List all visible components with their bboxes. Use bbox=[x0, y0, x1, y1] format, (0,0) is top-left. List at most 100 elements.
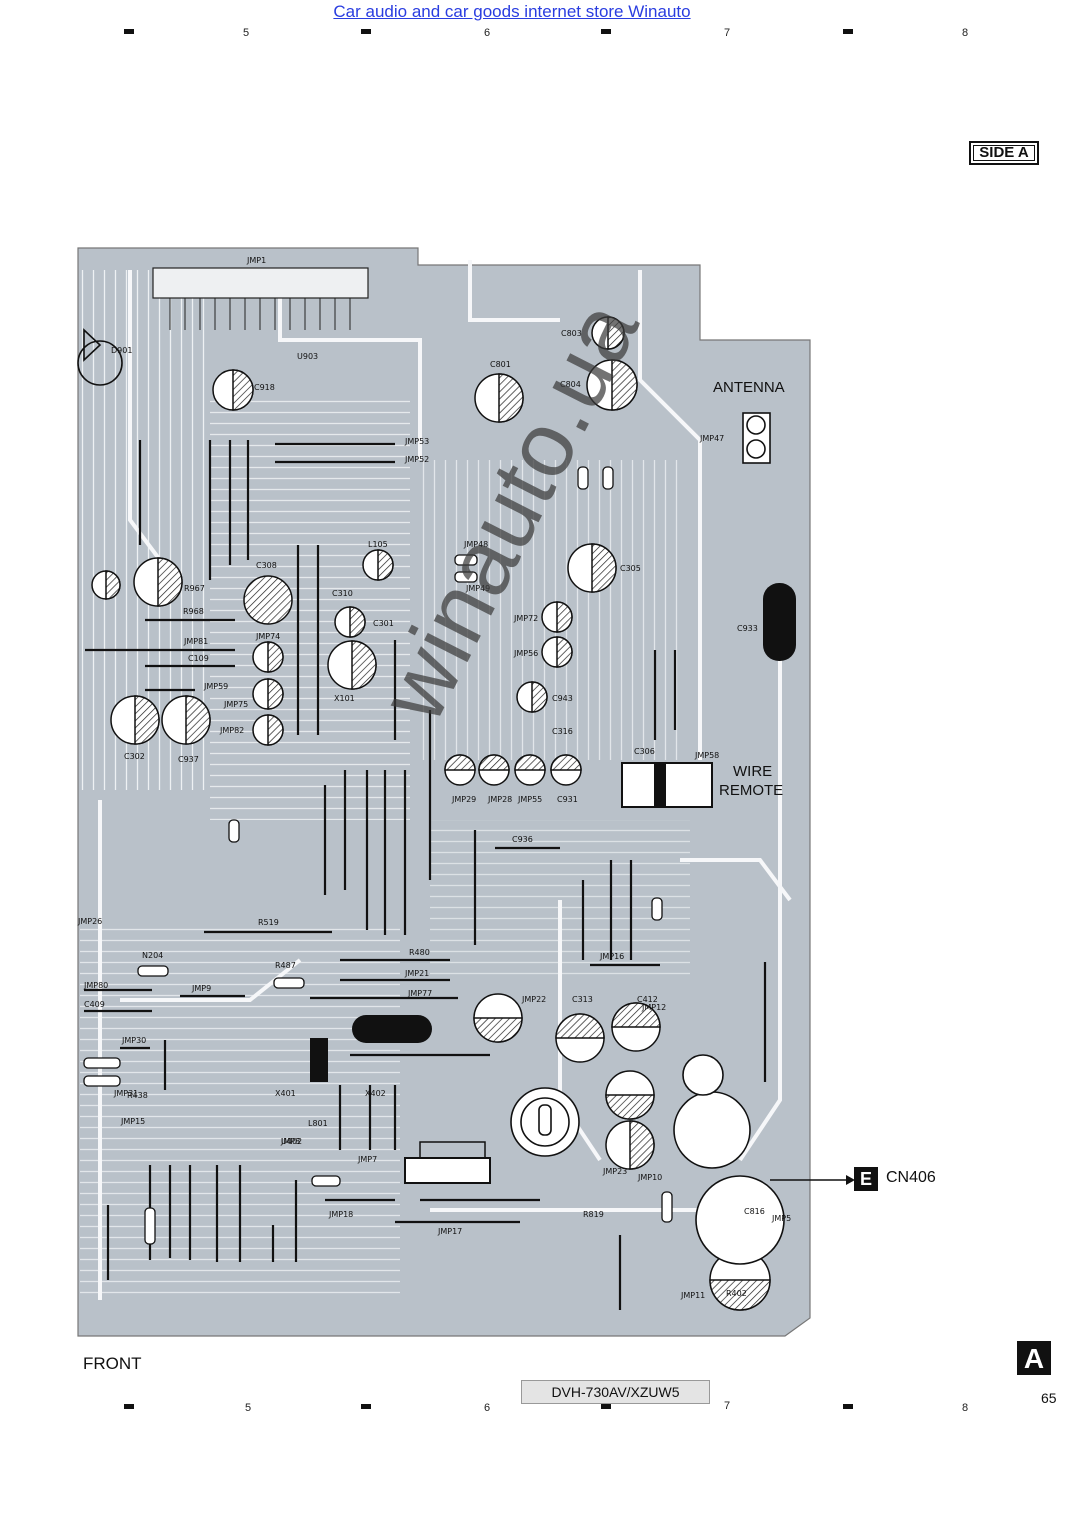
component-label: JMP1 bbox=[247, 256, 267, 265]
component-label: JMP21 bbox=[405, 969, 430, 978]
component-label: C931 bbox=[557, 795, 578, 804]
component-label: C801 bbox=[490, 360, 511, 369]
component-label: C937 bbox=[178, 755, 199, 764]
component-label: C301 bbox=[373, 619, 394, 628]
component-label: JMP18 bbox=[329, 1210, 354, 1219]
component-label: JMP7 bbox=[358, 1155, 378, 1164]
grid-number-top: 5 bbox=[243, 27, 250, 39]
component-label: C310 bbox=[332, 589, 353, 598]
component-label: JMP8 bbox=[281, 1137, 301, 1146]
grid-number-top: 7 bbox=[724, 27, 731, 39]
grid-number-bottom: 8 bbox=[962, 1402, 969, 1414]
grid-mark bbox=[601, 1404, 611, 1409]
component-label: JMP11 bbox=[681, 1291, 706, 1300]
grid-mark bbox=[601, 29, 611, 34]
component-label: JMP29 bbox=[452, 795, 477, 804]
component-label: JMP17 bbox=[438, 1227, 463, 1236]
component-label: JMP47 bbox=[700, 434, 725, 443]
component-label: JMP10 bbox=[638, 1173, 663, 1182]
side-a-badge: SIDE A bbox=[969, 141, 1039, 165]
component-label: C306 bbox=[634, 747, 655, 756]
component-label: JMP26 bbox=[78, 917, 103, 926]
grid-number-bottom: 7 bbox=[724, 1400, 731, 1412]
component-label: C109 bbox=[188, 654, 209, 663]
component-label: X101 bbox=[334, 694, 355, 703]
component-label: R519 bbox=[258, 918, 279, 927]
component-label: JMP58 bbox=[695, 751, 720, 760]
grid-mark bbox=[124, 29, 134, 34]
component-label: JMP48 bbox=[464, 540, 489, 549]
component-label: JMP59 bbox=[204, 682, 229, 691]
component-label: JMP75 bbox=[224, 700, 249, 709]
component-label: JMP72 bbox=[514, 614, 539, 623]
component-label: JMP15 bbox=[121, 1117, 146, 1126]
component-label: C804 bbox=[560, 380, 581, 389]
component-label: U402 bbox=[281, 1137, 303, 1146]
component-label: R487 bbox=[275, 961, 296, 970]
component-label: C412 bbox=[637, 995, 658, 1004]
component-label: C316 bbox=[552, 727, 573, 736]
component-label: JMP31 bbox=[114, 1089, 139, 1098]
component-label: C409 bbox=[84, 1000, 105, 1009]
component-label: JMP80 bbox=[84, 981, 109, 990]
component-label: JMP74 bbox=[256, 632, 281, 641]
component-label: R480 bbox=[409, 948, 430, 957]
component-label: JMP81 bbox=[184, 637, 209, 646]
component-labels: JMP1 D901 U903 C803 C801 C804 C918 JMP53… bbox=[78, 250, 818, 1340]
component-label: JMP22 bbox=[522, 995, 547, 1004]
component-label: JMP55 bbox=[518, 795, 543, 804]
component-label: C943 bbox=[552, 694, 573, 703]
wire-label: WIRE bbox=[733, 763, 773, 780]
grid-mark bbox=[361, 29, 371, 34]
grid-number-bottom: 5 bbox=[245, 1402, 252, 1414]
component-label: JMP30 bbox=[122, 1036, 147, 1045]
component-label: JMP77 bbox=[408, 989, 433, 998]
grid-number-top: 6 bbox=[484, 27, 491, 39]
component-label: U903 bbox=[297, 352, 319, 361]
component-label: R967 bbox=[184, 584, 205, 593]
component-label: N204 bbox=[142, 951, 164, 960]
model-number: DVH-730AV/XZUW5 bbox=[521, 1380, 710, 1404]
component-label: R968 bbox=[183, 607, 204, 616]
component-label: C313 bbox=[572, 995, 593, 1004]
component-label: JMP12 bbox=[642, 1003, 667, 1012]
component-label: R819 bbox=[583, 1210, 604, 1219]
grid-mark bbox=[124, 1404, 134, 1409]
component-label: R438 bbox=[127, 1091, 148, 1100]
component-label: D901 bbox=[111, 346, 133, 355]
component-label: C302 bbox=[124, 752, 145, 761]
e-section-badge: E bbox=[854, 1167, 878, 1191]
component-label: JMP5 bbox=[772, 1214, 792, 1223]
component-label: C816 bbox=[744, 1207, 765, 1216]
grid-number-top: 8 bbox=[962, 27, 969, 39]
grid-mark bbox=[843, 29, 853, 34]
front-label: FRONT bbox=[83, 1354, 142, 1373]
component-label: C305 bbox=[620, 564, 641, 573]
component-label: X402 bbox=[365, 1089, 386, 1098]
component-label: C933 bbox=[737, 624, 758, 633]
component-label: JMP49 bbox=[466, 584, 491, 593]
component-label: C918 bbox=[254, 383, 275, 392]
component-label: JMP56 bbox=[514, 649, 539, 658]
component-label: JMP53 bbox=[405, 437, 430, 446]
component-label: R402 bbox=[726, 1289, 747, 1298]
page-number: 65 bbox=[1041, 1390, 1057, 1406]
component-label: JMP28 bbox=[488, 795, 513, 804]
component-label: C308 bbox=[256, 561, 277, 570]
component-label: X401 bbox=[275, 1089, 296, 1098]
grid-mark bbox=[843, 1404, 853, 1409]
antenna-label: ANTENNA bbox=[713, 379, 785, 396]
component-label: JMP9 bbox=[192, 984, 212, 993]
remote-label: REMOTE bbox=[719, 782, 784, 799]
component-label: JMP52 bbox=[405, 455, 430, 464]
cn406-label: CN406 bbox=[886, 1169, 936, 1186]
grid-mark bbox=[361, 1404, 371, 1409]
component-label: L105 bbox=[368, 540, 388, 549]
component-label: L801 bbox=[308, 1119, 328, 1128]
section-a-badge: A bbox=[1017, 1341, 1051, 1375]
store-link[interactable]: Car audio and car goods internet store W… bbox=[333, 2, 691, 21]
component-label: JMP16 bbox=[600, 952, 625, 961]
component-label: C803 bbox=[561, 329, 582, 338]
component-label: JMP82 bbox=[220, 726, 245, 735]
